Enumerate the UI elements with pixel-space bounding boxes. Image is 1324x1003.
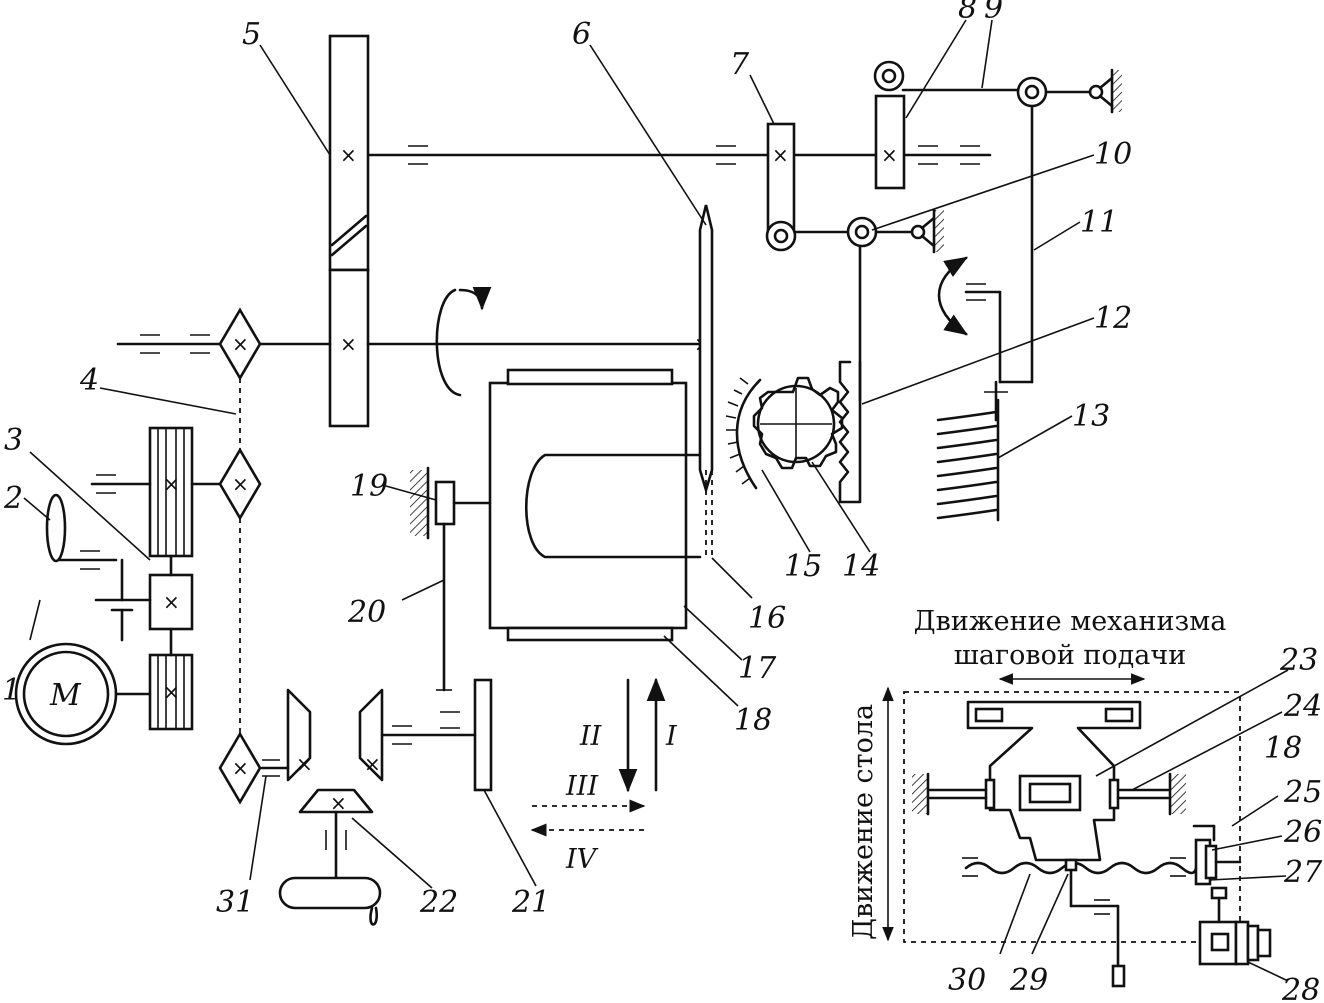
direction-I: I: [665, 721, 678, 752]
label-23: 23: [1279, 643, 1318, 678]
label-25: 25: [1283, 775, 1322, 810]
lower-shaft: ×: [116, 332, 711, 356]
leader-lines: [23, 19, 1095, 889]
lever-9: [901, 68, 1122, 114]
rod-11: [964, 104, 1034, 422]
direction-II: II: [579, 721, 603, 752]
svg-text:×: ×: [232, 756, 249, 780]
svg-text:×: ×: [163, 472, 180, 496]
label-26: 26: [1283, 815, 1322, 850]
svg-text:×: ×: [772, 143, 789, 167]
label-16: 16: [748, 601, 786, 636]
label-6: 6: [572, 17, 591, 52]
stop-19: [410, 466, 492, 692]
label-15: 15: [784, 549, 822, 584]
svg-text:×: ×: [881, 143, 898, 167]
label-11: 11: [1080, 205, 1118, 240]
label-5: 5: [242, 17, 261, 52]
label-29: 29: [1009, 963, 1048, 998]
rack-12: [838, 360, 862, 504]
svg-text:×: ×: [232, 332, 249, 356]
label-18: 18: [734, 703, 772, 738]
label-13: 13: [1072, 399, 1110, 434]
gearbox-3: × × ×: [45, 426, 222, 731]
label-2: 2: [3, 481, 23, 516]
label-17: 17: [738, 651, 777, 686]
inset-step-feed: Движение механизма шаговой подачи Движен…: [848, 606, 1289, 988]
gear-8: ×: [873, 60, 906, 190]
label-20: 20: [347, 595, 386, 630]
label-21: 21: [511, 885, 550, 920]
spring-13: [936, 398, 1000, 522]
svg-text:×: ×: [364, 752, 381, 776]
label-8: 8: [958, 0, 977, 26]
direction-arrows: I II III IV: [530, 677, 678, 875]
label-31: 31: [216, 885, 254, 920]
direction-IV: IV: [565, 844, 599, 875]
svg-text:×: ×: [330, 791, 347, 815]
label-4: 4: [79, 363, 99, 398]
label-28: 28: [1281, 973, 1320, 1003]
svg-text:×: ×: [163, 590, 180, 614]
lever-10: [793, 208, 944, 402]
svg-text:×: ×: [232, 472, 249, 496]
label-14: 14: [842, 549, 880, 584]
label-30: 30: [948, 963, 986, 998]
direction-III: III: [565, 771, 599, 802]
chain-drive-4: × × ×: [218, 307, 262, 805]
inset-caption-line2: шаговой подачи: [954, 640, 1186, 671]
label-3: 3: [4, 423, 23, 458]
svg-text:×: ×: [340, 332, 357, 356]
label-12: 12: [1094, 301, 1132, 336]
gear-7: ×: [765, 122, 797, 252]
ratchet-14: [725, 376, 844, 490]
label-27: 27: [1283, 855, 1323, 890]
motor-1: M: [14, 642, 152, 746]
label-10: 10: [1094, 137, 1132, 172]
label-1: 1: [2, 673, 21, 708]
svg-text:×: ×: [296, 752, 313, 776]
svg-text:×: ×: [163, 680, 180, 704]
inset-table-motion: Движение стола: [848, 704, 879, 940]
label-18-inset: 18: [1264, 731, 1302, 766]
label-7: 7: [730, 47, 750, 82]
label-19: 19: [350, 469, 388, 504]
bevel-gears-22: × × ×: [260, 678, 493, 926]
inset-caption-line1: Движение механизма: [914, 606, 1227, 637]
label-24: 24: [1283, 689, 1322, 724]
motor-symbol: M: [49, 678, 82, 713]
gear-pair-5: × ×: [328, 34, 370, 428]
rotation-arrow: [435, 290, 482, 397]
swing-arrow: [937, 256, 968, 336]
label-9: 9: [984, 0, 1003, 26]
label-22: 22: [419, 885, 458, 920]
blade-6: [698, 204, 714, 560]
table-17: [488, 368, 702, 642]
svg-text:×: ×: [340, 143, 357, 167]
